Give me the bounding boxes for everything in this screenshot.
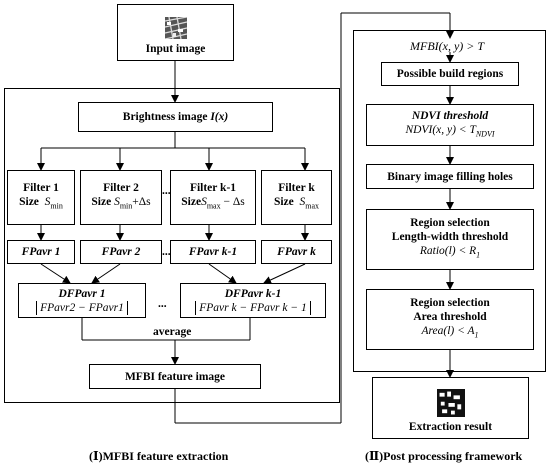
filter-1-size-label: Size [19, 196, 39, 209]
region1-formula: Ratio(l) < R [419, 245, 477, 258]
region1-formula-line: Ratio(l) < R1 [420, 244, 480, 262]
region2-formula-line: Area(l) < A1 [421, 324, 478, 342]
dfpavr-1-title: DFPavr 1 [58, 287, 106, 300]
filter-k-size-sub: max [305, 201, 320, 211]
filter-2-size-label: Size [91, 196, 112, 209]
dfpavr-1-formula: FPavr2 − FPavr1 [36, 300, 128, 315]
filter-1-box: Filter 1 Size Smin [7, 170, 75, 225]
filter-k-size-label: Size [273, 196, 294, 209]
ndvi-formula-sub: NDVI [475, 129, 495, 139]
fpavr-2-box: FPavr 2 [80, 240, 162, 264]
brightness-label: Brightness image [122, 111, 208, 123]
region2-formula: Area(l) < A [421, 325, 475, 338]
fpavr-1-box: FPavr 1 [7, 240, 75, 264]
filter-2-size-sub: min [119, 201, 133, 211]
filter-k-1-size-suffix: − Δs [220, 196, 245, 209]
ndvi-title: NDVI threshold [411, 109, 489, 122]
filter-1-size-var: S [44, 196, 51, 209]
filter-2-title: Filter 2 [103, 182, 139, 195]
part1-frame [4, 88, 340, 403]
fpavr-k-box: FPavr k [261, 240, 332, 264]
filter-k-1-size-var: S [201, 196, 207, 209]
filter-k-1-size-label: Size [181, 196, 202, 209]
filter-k-box: Filter k Size Smax [261, 170, 332, 225]
brightness-image-box: Brightness image I(x) [78, 102, 273, 132]
part2-caption: (Ⅱ)Post processing framework [365, 449, 523, 463]
fpavr-ellipsis: ... [162, 246, 171, 258]
part2-frame [353, 30, 546, 372]
region1-title: Region selection [410, 217, 490, 230]
filter-k-title: Filter k [278, 182, 315, 195]
input-image-box: Input image [117, 4, 234, 61]
region2-subtitle: Area threshold [413, 311, 487, 324]
filter-1-size-sub: min [50, 201, 63, 211]
region2-title: Region selection [410, 297, 490, 310]
region1-formula-sub: 1 [476, 250, 481, 260]
dfpavr-ellipsis: ... [158, 298, 167, 310]
part1-caption: (Ⅰ)MFBI feature extraction [89, 449, 229, 463]
filter-k-1-box: Filter k-1 SizeSmax − Δs [170, 170, 256, 225]
average-label: average [152, 325, 193, 339]
result-thumbnail-icon [436, 389, 465, 417]
dfpavr-k-1-formula: FPavr k − FPavr k − 1 [195, 300, 311, 315]
region-length-width-box: Region selection Length-width threshold … [366, 209, 534, 270]
threshold-condition: MFBI(x, y) > T [410, 39, 485, 53]
filter-ellipsis: ... [162, 185, 171, 197]
brightness-var: I(x) [210, 111, 229, 123]
extraction-result-box: Extraction result [372, 377, 529, 439]
ndvi-formula-line: NDVI(x, y) < TNDVI [405, 123, 494, 141]
possible-regions-box: Possible build regions [381, 62, 519, 86]
region1-subtitle: Length-width threshold [391, 231, 509, 244]
binary-filling-box: Binary image filling holes [366, 164, 534, 189]
filter-1-title: Filter 1 [23, 182, 59, 195]
region2-formula-sub: 1 [474, 330, 479, 340]
satellite-thumbnail-icon [164, 17, 187, 39]
filter-2-size-var: S [114, 196, 120, 209]
feature-image-box: MFBI feature image [89, 364, 261, 389]
filter-k-1-size-sub: max [206, 201, 221, 211]
ndvi-formula: NDVI(x, y) < T [405, 123, 476, 136]
ndvi-threshold-box: NDVI threshold NDVI(x, y) < TNDVI [366, 104, 534, 146]
fpavr-k-1-box: FPavr k-1 [170, 240, 256, 264]
region-area-box: Region selection Area threshold Area(l) … [366, 289, 534, 350]
input-image-label: Input image [145, 43, 206, 55]
dfpavr-k-1-box: DFPavr k-1 FPavr k − FPavr k − 1 [180, 283, 326, 318]
filter-2-size-suffix: +Δs [132, 196, 151, 209]
filter-k-size-var: S [299, 196, 306, 209]
extraction-result-label: Extraction result [408, 421, 493, 433]
filter-k-1-title: Filter k-1 [189, 182, 237, 195]
filter-2-box: Filter 2 Size Smin+Δs [80, 170, 162, 225]
dfpavr-1-box: DFPavr 1 FPavr2 − FPavr1 [18, 283, 146, 318]
dfpavr-k-1-title: DFPavr k-1 [224, 287, 282, 300]
